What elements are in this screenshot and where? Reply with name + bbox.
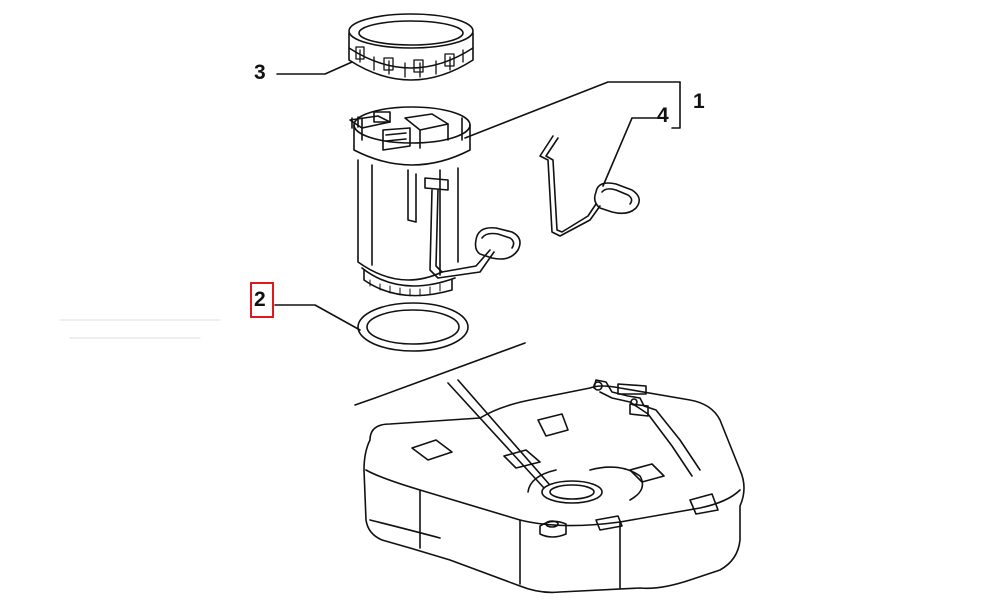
seal-ring-part	[357, 302, 469, 352]
callout-bracket-1	[671, 81, 681, 129]
callout-label-4: 4	[657, 104, 669, 127]
callout-label-1: 1	[693, 90, 705, 113]
callout-leader-3	[276, 61, 353, 75]
fuel-pump-module-part	[349, 106, 521, 297]
fuel-tank-part	[354, 342, 745, 594]
callout-leader-4	[602, 117, 659, 187]
faint-marks	[59, 319, 221, 339]
callout-label-2: 2	[254, 288, 266, 311]
callout-highlight-box	[250, 282, 274, 318]
callout-label-3: 3	[254, 61, 266, 84]
callout-leader-1	[464, 81, 681, 139]
callout-leader-2	[274, 304, 361, 331]
level-sender-part	[539, 135, 640, 237]
lock-ring-part	[348, 13, 474, 81]
